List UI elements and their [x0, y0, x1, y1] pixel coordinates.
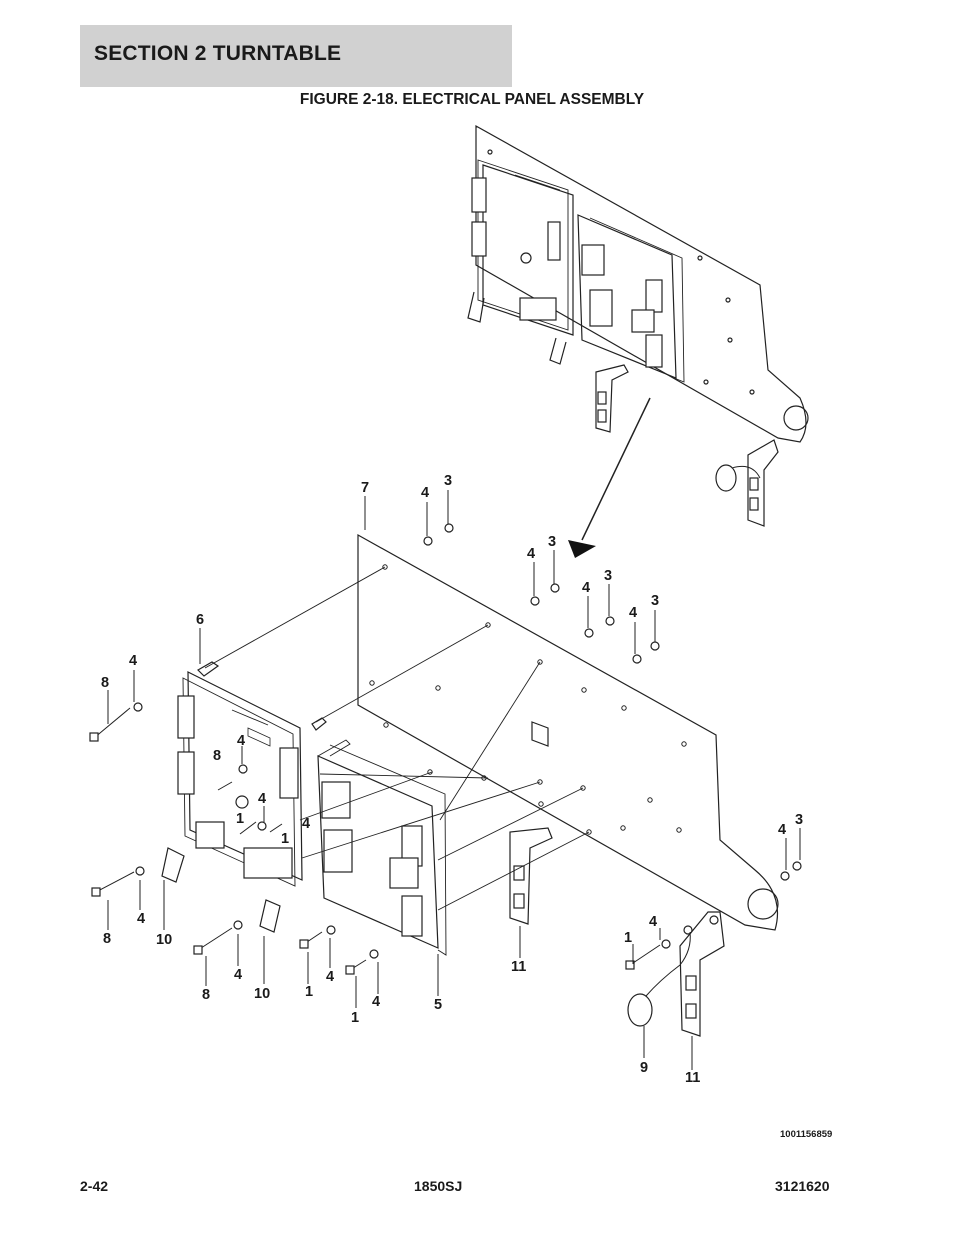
callout-8: 8 — [213, 748, 221, 764]
callout-3: 3 — [444, 473, 452, 489]
callout-9: 9 — [640, 1060, 648, 1076]
bracket-item-11-right — [679, 911, 725, 1037]
mounting-plate — [357, 533, 779, 931]
callout-4: 4 — [302, 816, 310, 832]
callout-4: 4 — [527, 546, 535, 562]
callout-10: 10 — [254, 986, 270, 1002]
callout-7: 7 — [361, 480, 369, 496]
callout-5: 5 — [434, 997, 442, 1013]
callout-4: 4 — [778, 822, 786, 838]
section-banner — [80, 25, 512, 87]
callout-4: 4 — [372, 994, 380, 1010]
callout-8: 8 — [101, 675, 109, 691]
drawing-number: 1001156859 — [780, 1129, 833, 1140]
callout-4: 4 — [137, 911, 145, 927]
callout-4: 4 — [326, 969, 334, 985]
callout-4: 4 — [258, 791, 266, 807]
callout-8: 8 — [202, 987, 210, 1003]
callout-4: 4 — [649, 914, 657, 930]
callout-4: 4 — [234, 967, 242, 983]
callout-11: 11 — [511, 959, 526, 975]
page-number: 2-42 — [80, 1178, 109, 1194]
callout-1: 1 — [351, 1010, 359, 1026]
callout-4: 4 — [582, 580, 590, 596]
callout-4: 4 — [421, 485, 429, 501]
assembled-panel-inset — [467, 124, 809, 527]
callout-1: 1 — [236, 811, 244, 827]
model-number: 1850SJ — [414, 1178, 463, 1194]
callout-8: 8 — [103, 931, 111, 947]
callout-1: 1 — [281, 831, 289, 847]
knob-item-9 — [627, 993, 653, 1027]
section-title: SECTION 2 TURNTABLE — [94, 42, 342, 65]
callout-3: 3 — [795, 812, 803, 828]
callout-1: 1 — [624, 930, 632, 946]
callout-6: 6 — [196, 612, 204, 628]
callout-11: 11 — [685, 1070, 700, 1086]
manual-number: 3121620 — [775, 1178, 830, 1194]
figure-title: FIGURE 2-18. ELECTRICAL PANEL ASSEMBLY — [299, 91, 645, 108]
callout-4: 4 — [629, 605, 637, 621]
callout-4: 4 — [129, 653, 137, 669]
callout-3: 3 — [651, 593, 659, 609]
callout-1: 1 — [305, 984, 313, 1000]
ecm-box — [317, 755, 439, 949]
callout-3: 3 — [604, 568, 612, 584]
callout-3: 3 — [548, 534, 556, 550]
callout-10: 10 — [156, 932, 172, 948]
callouts: 7 4 3 4 3 4 3 4 3 6 4 8 4 8 4 1 1 4 4 3 … — [101, 473, 803, 1086]
bracket-item-11 — [509, 827, 553, 925]
callout-4: 4 — [237, 733, 245, 749]
